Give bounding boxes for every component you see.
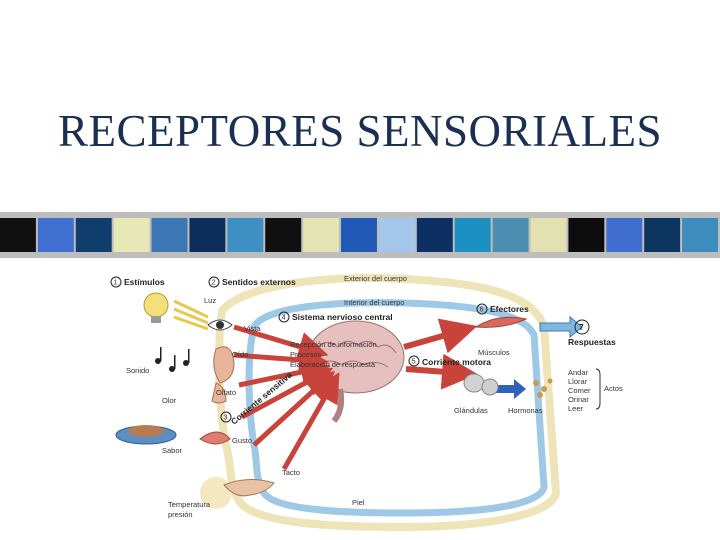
label-recepcion: Recepción de información (290, 340, 377, 349)
label-elaboracion: Elaboración de respuesta (290, 360, 376, 369)
sensory-input-arrows (233, 324, 340, 471)
stripe-block (682, 218, 718, 252)
label-musculos: Músculos (478, 348, 510, 357)
step-2-label: Sentidos externos (222, 277, 296, 287)
stripe-block (644, 218, 681, 252)
step-6-number: 6 (480, 305, 484, 314)
decorative-stripe-band (0, 212, 720, 258)
label-vista: Vista (244, 324, 261, 333)
stripe-block (454, 218, 491, 252)
responses-bracket (595, 368, 601, 410)
stripe-block (492, 218, 529, 252)
glands-icon (463, 373, 499, 396)
label-sabor: Sabor (162, 446, 183, 455)
hormone-arrow (496, 379, 526, 399)
step-1-number: 1 (114, 278, 118, 287)
label-presion: presión (168, 510, 193, 519)
sensory-receptors-diagram: 1 Estímulos 2 Sentidos externos 4 Sistem… (104, 265, 634, 540)
stripe-block (151, 218, 188, 252)
label-temperatura: Temperatura (168, 500, 211, 509)
step-4-number: 4 (282, 313, 286, 322)
step-1-marker (110, 276, 122, 288)
response-arrow (539, 315, 583, 339)
responses-list: Andar Llorar Comer Orinar Leer (568, 368, 591, 413)
slide-title: RECEPTORES SENSORIALES (57, 106, 663, 156)
step-6-label: Efectores (490, 304, 529, 314)
response-item: Llorar (568, 377, 588, 386)
music-notes-icon (155, 347, 190, 372)
step-2-number: 2 (212, 278, 216, 287)
step-7-label: Respuestas (568, 337, 616, 347)
stripe-block (37, 218, 74, 252)
hand-icon (200, 477, 275, 509)
step-3-number: 3 (224, 413, 228, 422)
label-procesos: Procesos (290, 350, 322, 359)
inner-loop (245, 299, 548, 517)
step-5-label: Corriente motora (422, 357, 491, 367)
eye-icon (207, 319, 233, 331)
stripe-block (75, 218, 112, 252)
stripe-block (341, 218, 377, 252)
ear-icon (213, 346, 235, 384)
label-luz: Luz (204, 296, 216, 305)
nose-icon (211, 382, 227, 404)
step-1-label: Estímulos (124, 277, 165, 287)
step-7-number: 7 (579, 322, 584, 332)
label-olfato: Olfato (216, 388, 236, 397)
response-item: Orinar (568, 395, 589, 404)
light-rays-icon (173, 299, 209, 331)
step-4-marker (278, 311, 290, 323)
stripe-block (530, 218, 567, 252)
stripe-block (227, 218, 264, 252)
step-2-marker (208, 276, 220, 288)
step-6-marker (476, 303, 488, 315)
body-boundary-loop (215, 274, 561, 532)
stripe-block (113, 218, 150, 252)
stripe-block (416, 218, 453, 252)
label-piel: Piel (352, 498, 365, 507)
label-interior: Interior del cuerpo (344, 298, 404, 307)
stripe-block (265, 218, 302, 252)
mouth-icon (199, 431, 231, 445)
label-sonido: Sonido (126, 366, 149, 375)
motor-output-arrows (403, 318, 478, 390)
stripe-block (568, 218, 605, 252)
label-actos: Actos (604, 384, 623, 393)
label-olor: Olor (162, 396, 177, 405)
step-3-marker (220, 411, 232, 423)
step-5-marker (408, 355, 420, 367)
stripe-block (606, 218, 643, 252)
step-7-marker (574, 319, 590, 335)
hormones-icon (533, 378, 553, 398)
response-item: Andar (568, 368, 589, 377)
label-tacto: Tacto (282, 468, 300, 477)
label-oido: Oído (232, 350, 248, 359)
label-glandulas: Glándulas (454, 406, 488, 415)
stripe-block (378, 218, 415, 252)
label-hormonas: Hormonas (508, 406, 543, 415)
response-item: Leer (568, 404, 584, 413)
muscle-icon (474, 316, 528, 328)
stripe-block (189, 218, 226, 252)
step-4-label: Sistema nervioso central (292, 312, 393, 322)
response-item: Comer (568, 386, 591, 395)
stripe-block (303, 218, 340, 252)
step-5-number: 5 (412, 357, 416, 366)
label-exterior: Exterior del cuerpo (344, 274, 407, 283)
stripe-block (0, 218, 36, 252)
food-plate-icon (115, 425, 177, 445)
label-gusto: Gusto (232, 436, 252, 445)
light-bulb-icon (143, 292, 169, 323)
